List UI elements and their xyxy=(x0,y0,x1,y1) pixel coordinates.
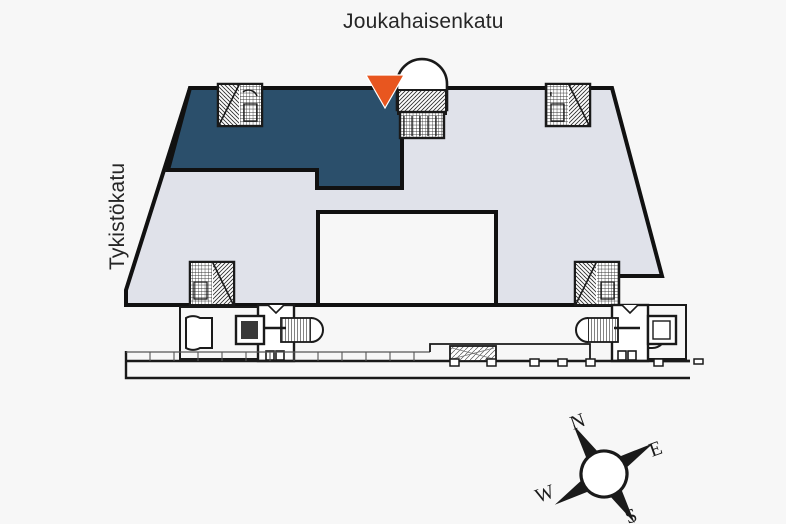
entrance-left-group xyxy=(179,303,324,363)
building-courtyard xyxy=(316,210,498,307)
stairwell-bottom-left-icon xyxy=(188,260,236,307)
compass-label-east: E xyxy=(646,437,665,462)
compass-label-south: S xyxy=(622,504,640,524)
street-label-joukahaisenkatu: Joukahaisenkatu xyxy=(343,10,504,33)
entrance-right-group xyxy=(575,303,687,363)
compass-label-north: N xyxy=(567,409,588,435)
stairwell-top-left-icon xyxy=(216,82,264,128)
location-marker[interactable] xyxy=(364,74,406,110)
sidewalk-group xyxy=(124,343,704,380)
entrance-top-icon xyxy=(395,57,449,140)
stairwell-bottom-right-icon xyxy=(573,260,621,307)
compass-rose xyxy=(554,424,654,524)
compass-label-west: W xyxy=(532,481,557,508)
stairwell-top-right-icon xyxy=(544,82,592,128)
